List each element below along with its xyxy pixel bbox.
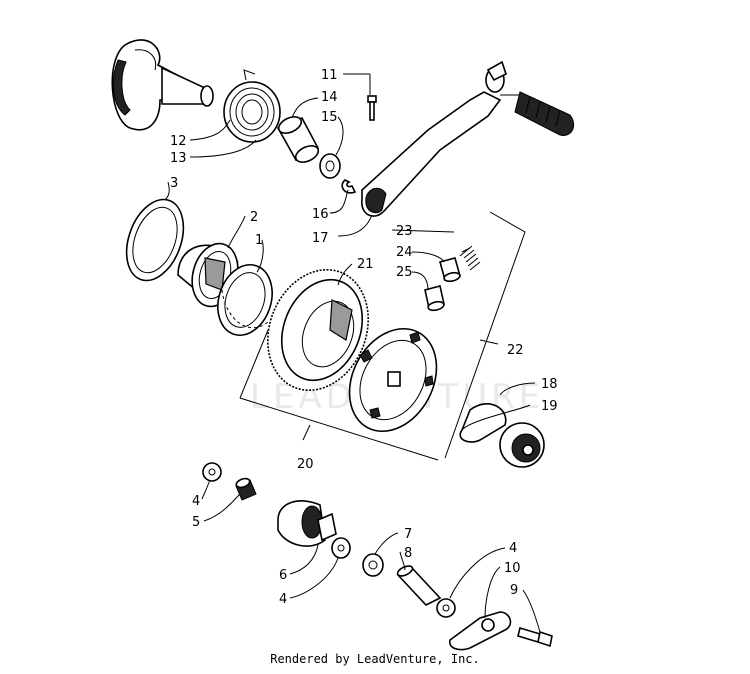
label-17: 17 bbox=[312, 231, 329, 246]
label-4-low: 4 bbox=[509, 541, 517, 556]
label-23: 23 bbox=[396, 224, 413, 239]
label-4-top: 4 bbox=[192, 494, 200, 509]
label-18: 18 bbox=[541, 377, 558, 392]
label-14: 14 bbox=[321, 90, 338, 105]
part-25-pin bbox=[424, 285, 445, 312]
part-10-lever bbox=[448, 611, 512, 651]
label-1: 1 bbox=[255, 233, 263, 248]
ratchet-plate bbox=[348, 327, 438, 433]
part-12-kick-shaft bbox=[111, 39, 214, 131]
part-3-seal bbox=[125, 198, 185, 282]
label-8: 8 bbox=[404, 546, 412, 561]
label-16: 16 bbox=[312, 207, 329, 222]
label-9: 9 bbox=[510, 583, 518, 598]
part-9-bolt bbox=[517, 626, 553, 648]
part-5-bushing bbox=[235, 477, 257, 501]
label-20: 20 bbox=[297, 457, 314, 472]
part-23-spring bbox=[459, 245, 481, 271]
label-13: 13 bbox=[170, 151, 187, 166]
part-11-bolt bbox=[367, 95, 377, 121]
part-4-washer-low bbox=[436, 598, 456, 618]
part-6-gear bbox=[277, 500, 337, 547]
label-4-mid: 4 bbox=[279, 592, 287, 607]
part-7-washer bbox=[362, 553, 384, 577]
part-14-bushing bbox=[276, 116, 320, 163]
label-10: 10 bbox=[504, 561, 521, 576]
label-15: 15 bbox=[321, 110, 338, 125]
part-16-circlip bbox=[341, 179, 357, 194]
group-outlines bbox=[239, 211, 526, 461]
label-6: 6 bbox=[279, 568, 287, 583]
part-24-pin bbox=[439, 257, 461, 283]
label-24: 24 bbox=[396, 245, 413, 260]
part-19-gear bbox=[499, 422, 545, 468]
part-13-spring bbox=[223, 69, 281, 143]
callout-labels: 11 14 15 12 13 3 16 17 2 1 21 23 24 25 2… bbox=[170, 68, 558, 607]
part-8-shaft bbox=[396, 565, 442, 606]
label-25: 25 bbox=[396, 265, 413, 280]
label-22: 22 bbox=[507, 343, 524, 358]
label-7: 7 bbox=[404, 527, 412, 542]
part-4-washer-top bbox=[202, 462, 222, 482]
part-15-washer bbox=[319, 153, 341, 179]
part-1-bearing bbox=[217, 264, 273, 336]
label-5: 5 bbox=[192, 515, 200, 530]
part-4-washer-mid bbox=[331, 537, 351, 559]
label-11: 11 bbox=[321, 68, 338, 83]
part-21-ring-gear bbox=[266, 268, 370, 392]
leader-lines bbox=[164, 73, 541, 633]
label-21: 21 bbox=[357, 257, 374, 272]
label-3: 3 bbox=[170, 176, 178, 191]
label-2: 2 bbox=[250, 210, 258, 225]
label-12: 12 bbox=[170, 134, 187, 149]
label-19: 19 bbox=[541, 399, 558, 414]
render-credit: Rendered by LeadVenture, Inc. bbox=[270, 652, 480, 666]
part-18-spring-clip bbox=[459, 403, 507, 443]
part-17-kick-lever bbox=[361, 60, 575, 217]
